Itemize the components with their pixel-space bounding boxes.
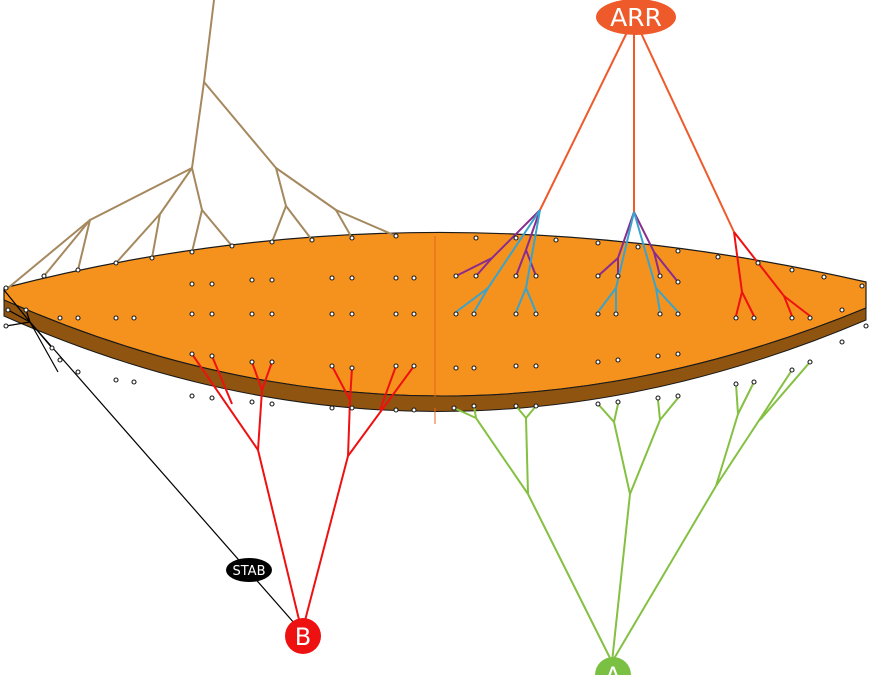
arr-lines [539,17,735,233]
arr-node: ARR [596,0,676,35]
b-tree [191,353,415,633]
b-node-shape [285,618,321,654]
stab-node-label: STAB [233,564,266,579]
a-node: A [595,657,631,675]
pins [3,233,869,413]
purple-tree [455,209,679,283]
a-tree [453,361,811,663]
top-tree [7,0,397,289]
a-node-shape [595,657,631,675]
b-node-label: B [295,623,311,651]
b-node: B [285,618,321,654]
red-arr-tree [733,231,811,317]
blue-tree [455,209,679,313]
stab-node: STAB [226,558,272,582]
center-pin [429,396,441,408]
a-node-label: A [605,662,622,675]
stab-node-shape [226,558,272,582]
arr-node-shape [596,0,676,35]
arr-node-label: ARR [610,3,662,32]
